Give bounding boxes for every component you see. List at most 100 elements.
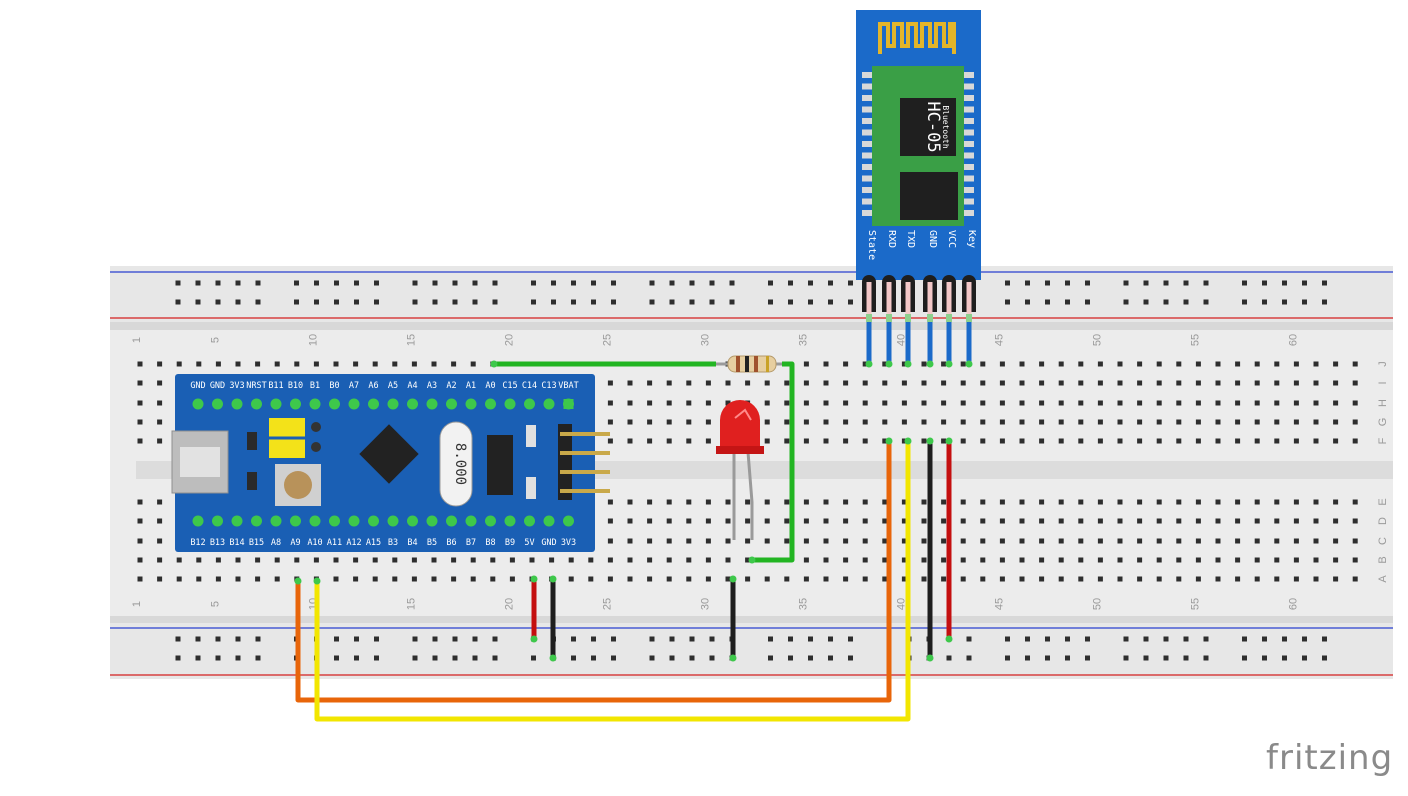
hole bbox=[843, 499, 849, 505]
rail-hole bbox=[235, 655, 241, 661]
hole bbox=[1215, 538, 1221, 544]
hole bbox=[941, 380, 947, 386]
hole bbox=[1039, 518, 1045, 524]
hole bbox=[843, 438, 849, 444]
hole bbox=[137, 518, 143, 524]
header-pin bbox=[212, 398, 223, 410]
hole bbox=[509, 576, 515, 582]
hole bbox=[1215, 557, 1221, 563]
diode bbox=[247, 432, 257, 450]
rail-hole bbox=[412, 636, 418, 642]
hole bbox=[980, 576, 986, 582]
hole bbox=[862, 538, 868, 544]
rail-hole bbox=[591, 636, 596, 642]
hole bbox=[255, 361, 261, 367]
hole bbox=[862, 499, 868, 505]
hole bbox=[666, 557, 672, 563]
resistor bbox=[716, 355, 782, 373]
hole bbox=[1274, 576, 1280, 582]
wire-end bbox=[313, 577, 321, 585]
hole bbox=[843, 557, 849, 563]
castellated-pad bbox=[862, 95, 872, 101]
hole bbox=[1019, 538, 1025, 544]
hole bbox=[1156, 438, 1162, 444]
hole bbox=[980, 419, 986, 425]
hole bbox=[1254, 499, 1260, 505]
rail-hole bbox=[689, 655, 695, 661]
hole bbox=[666, 538, 672, 544]
hole bbox=[882, 400, 888, 406]
rail-hole bbox=[472, 280, 478, 286]
column-number: 60 bbox=[1287, 334, 1299, 346]
hole bbox=[1274, 400, 1280, 406]
resistor-band bbox=[754, 356, 758, 372]
column-number: 30 bbox=[699, 598, 711, 610]
rail-hole bbox=[1183, 636, 1189, 642]
wire-end bbox=[945, 437, 953, 445]
hole bbox=[1097, 538, 1103, 544]
header-pin bbox=[485, 515, 496, 527]
hole bbox=[1293, 380, 1299, 386]
header-pin bbox=[192, 515, 204, 527]
hole bbox=[137, 538, 143, 544]
hole bbox=[901, 361, 907, 367]
hole bbox=[843, 380, 849, 386]
rail-hole bbox=[195, 280, 201, 286]
hole bbox=[1313, 499, 1319, 505]
hole bbox=[1195, 518, 1201, 524]
hole bbox=[627, 438, 633, 444]
hole bbox=[784, 400, 790, 406]
stm32-bottom-pin-label: B5 bbox=[427, 538, 437, 548]
hole bbox=[627, 538, 633, 544]
hole bbox=[862, 400, 868, 406]
hole bbox=[941, 518, 947, 524]
hole bbox=[1313, 361, 1319, 367]
hole bbox=[882, 557, 888, 563]
swd-pin bbox=[560, 451, 610, 455]
hole bbox=[1039, 419, 1045, 425]
wire-end bbox=[549, 654, 557, 662]
hole bbox=[901, 518, 907, 524]
usb-port bbox=[180, 447, 220, 477]
rail-hole bbox=[1123, 655, 1129, 661]
hole bbox=[1313, 400, 1319, 406]
hole bbox=[745, 518, 751, 524]
hole bbox=[1254, 419, 1260, 425]
hole bbox=[313, 557, 319, 563]
swd-pin bbox=[560, 470, 610, 474]
hole bbox=[1097, 361, 1103, 367]
rail-hole bbox=[669, 636, 675, 642]
swd-pin bbox=[560, 489, 610, 493]
hole bbox=[627, 557, 633, 563]
hole bbox=[686, 538, 692, 544]
hole bbox=[1176, 557, 1182, 563]
hole bbox=[372, 361, 378, 367]
column-number: 30 bbox=[699, 334, 711, 346]
rail-hole bbox=[1242, 636, 1247, 642]
hole bbox=[862, 576, 868, 582]
hole bbox=[960, 557, 966, 563]
hole bbox=[784, 538, 790, 544]
castellated-pad bbox=[862, 175, 872, 182]
hole bbox=[705, 518, 711, 524]
rail-hole bbox=[828, 280, 833, 286]
rail-hole bbox=[334, 280, 339, 286]
hole bbox=[176, 557, 182, 563]
hole bbox=[960, 380, 966, 386]
rail-hole bbox=[729, 280, 735, 286]
hole bbox=[1235, 518, 1241, 524]
header-pin bbox=[192, 398, 204, 410]
rail-hole bbox=[669, 299, 675, 305]
hole bbox=[823, 576, 829, 582]
hole bbox=[470, 361, 476, 367]
castellated-pad bbox=[862, 152, 872, 159]
hole bbox=[1058, 438, 1064, 444]
hole bbox=[157, 576, 163, 582]
rail-hole bbox=[334, 299, 339, 305]
hole bbox=[1313, 438, 1319, 444]
hole bbox=[137, 576, 143, 582]
hole bbox=[980, 438, 986, 444]
rail-hole bbox=[669, 655, 675, 661]
hole bbox=[1293, 499, 1299, 505]
hole bbox=[451, 557, 457, 563]
